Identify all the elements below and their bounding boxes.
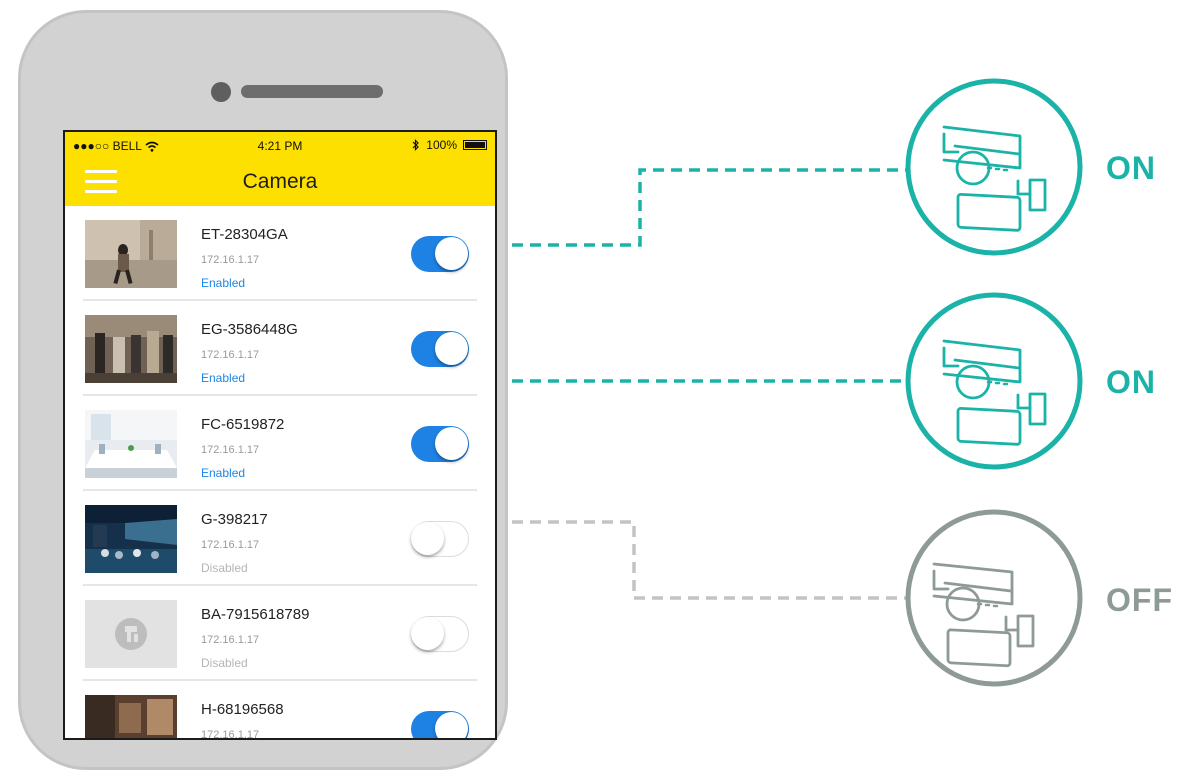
camera-status: Disabled <box>201 656 248 670</box>
camera-ip: 172.16.1.17 <box>201 634 260 646</box>
app-bar: ●●●○○ BELL 4:21 PM 100% <box>65 132 495 206</box>
camera-toggle[interactable] <box>411 616 469 652</box>
camera-name: G-398217 <box>201 511 268 528</box>
bluetooth-icon <box>412 139 420 151</box>
camera-off-icon <box>905 509 1083 687</box>
camera-status: Enabled <box>201 276 246 290</box>
camera-toggle[interactable] <box>411 236 469 272</box>
camera-name: BA-7915618789 <box>201 606 310 623</box>
phone-screen: ●●●○○ BELL 4:21 PM 100% <box>63 130 497 740</box>
camera-thumbnail <box>85 505 177 573</box>
camera-ip: 172.16.1.17 <box>201 444 260 456</box>
camera-status: Enabled <box>201 466 246 480</box>
camera-ip: 172.16.1.17 <box>201 729 260 740</box>
camera-ip: 172.16.1.17 <box>201 254 260 266</box>
camera-ip: 172.16.1.17 <box>201 349 260 361</box>
camera-name: EG-3586448G <box>201 321 298 338</box>
camera-thumbnail <box>85 315 177 383</box>
page-title: Camera <box>242 170 318 193</box>
state-label-on: ON <box>1106 364 1156 400</box>
camera-name: FC-6519872 <box>201 416 285 433</box>
status-bar: ●●●○○ BELL 4:21 PM 100% <box>65 132 495 158</box>
connector-line-off <box>512 520 906 600</box>
camera-ip: 172.16.1.17 <box>201 539 260 551</box>
state-label-off: OFF <box>1106 582 1173 618</box>
camera-status: Disabled <box>201 561 248 575</box>
camera-row[interactable]: FC-6519872 172.16.1.17 Enabled <box>83 398 477 491</box>
camera-thumbnail <box>85 220 177 288</box>
camera-on-icon <box>905 292 1083 470</box>
earpiece-speaker <box>241 85 383 98</box>
state-label-on: ON <box>1106 150 1156 186</box>
front-camera <box>211 82 231 102</box>
camera-toggle[interactable] <box>411 331 469 367</box>
battery-icon <box>463 140 487 150</box>
battery-percent: 100% <box>426 138 457 152</box>
carrier-label: ●●●○○ BELL <box>73 139 142 153</box>
camera-thumbnail <box>85 410 177 478</box>
menu-icon[interactable] <box>85 170 117 194</box>
camera-row[interactable]: BA-7915618789 172.16.1.17 Disabled <box>83 588 477 681</box>
camera-name: H-68196568 <box>201 701 284 718</box>
camera-on-icon <box>905 78 1083 256</box>
clock: 4:21 PM <box>257 139 303 153</box>
camera-row[interactable]: ET-28304GA 172.16.1.17 Enabled <box>83 208 477 301</box>
connection-diagram <box>512 78 1083 687</box>
camera-toggle[interactable] <box>411 521 469 557</box>
camera-row[interactable]: EG-3586448G 172.16.1.17 Enabled <box>83 303 477 396</box>
camera-name: ET-28304GA <box>201 226 288 243</box>
phone-frame: ●●●○○ BELL 4:21 PM 100% <box>18 10 508 770</box>
camera-row[interactable]: G-398217 172.16.1.17 Disabled <box>83 493 477 586</box>
wifi-icon <box>145 141 159 152</box>
camera-toggle[interactable] <box>411 426 469 462</box>
camera-status: Enabled <box>201 371 246 385</box>
connector-line-on <box>512 168 906 247</box>
camera-thumbnail <box>85 600 177 668</box>
